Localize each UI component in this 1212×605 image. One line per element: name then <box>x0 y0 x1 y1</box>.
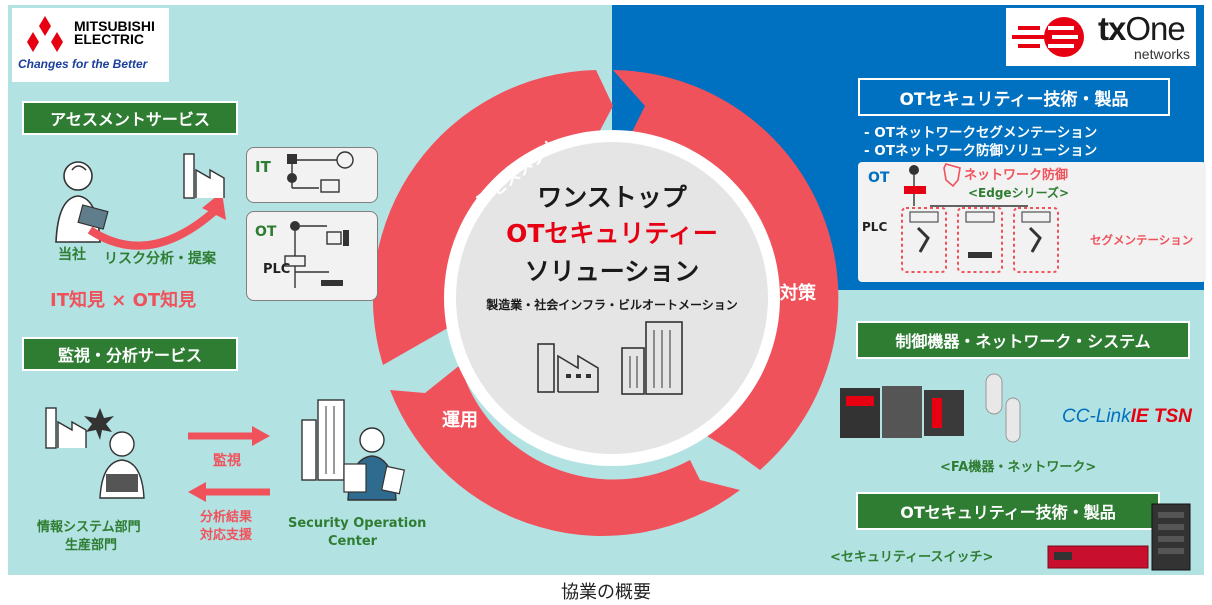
control-devices-title: 制御機器・ネットワーク・システム <box>856 321 1190 359</box>
txone-ot-network-panel: OT ネットワーク防御 <Edgeシリーズ> PLC セグメンテーション <box>858 162 1206 282</box>
network-defense-label: ネットワーク防御 <box>964 168 1069 183</box>
txone-bullet-segmentation: - OTネットワークセグメンテーション <box>864 125 1098 141</box>
security-switch-label: <セキュリティースイッチ> <box>830 550 994 565</box>
mitsubishi-electric-logo: MITSUBISHI ELECTRIC Changes for the Bett… <box>12 8 169 82</box>
operator-person-icon <box>99 431 145 499</box>
ot-network-panel: OT PLC <box>246 211 378 301</box>
assessment-company-label: 当社 <box>58 247 86 263</box>
ring-inner-circle <box>456 142 768 454</box>
cclink-ie-tsn-logo: CC-LinkIE TSN <box>1062 406 1192 428</box>
fa-equipment-label: <FA機器・ネットワーク> <box>940 460 1097 475</box>
edge-series-label: <Edgeシリーズ> <box>968 186 1070 200</box>
ring-label-countermeasure: 対策 <box>779 282 817 304</box>
ring-label-operation: 運用 <box>442 410 478 431</box>
soc-label-line1: Security Operation <box>288 516 427 531</box>
security-switch-image <box>1047 503 1191 571</box>
txone-bullet-defense: - OTネットワーク防御ソリューション <box>864 143 1098 159</box>
ot-network-icon <box>284 221 349 288</box>
it-network-icon <box>287 151 354 193</box>
txone-ot-network-icon <box>901 163 1059 273</box>
txone-subtitle: networks <box>1134 46 1191 62</box>
soc-building-icon <box>301 399 345 481</box>
soc-analyst-person-icon <box>343 427 406 501</box>
center-title-line1: ワンストップ <box>537 183 687 212</box>
assessment-knowledge-label: IT知見 × OT知見 <box>50 290 197 311</box>
assessment-illustration <box>55 153 226 250</box>
it-network-panel: IT <box>246 147 378 203</box>
txone-tech-title: OTセキュリティー技術・製品 <box>858 78 1170 116</box>
cclink-logo-part-b: IE TSN <box>1130 406 1192 427</box>
monitoring-arrows <box>188 426 270 502</box>
monitoring-service-title: 監視・分析サービス <box>22 337 238 371</box>
operator-illustration <box>45 407 145 499</box>
segment-box-1 <box>901 207 947 273</box>
fa-equipment-image <box>840 373 1021 443</box>
cclink-logo-part-a: CC-Link <box>1062 406 1131 427</box>
soc-illustration <box>301 399 406 501</box>
factory-icon <box>183 153 225 199</box>
mitsubishi-slogan: Changes for the Better <box>18 57 148 71</box>
monitor-arrow-label: 監視 <box>213 453 241 469</box>
ring-segment-countermeasure <box>613 70 839 470</box>
center-subtitle: 製造業・社会インフラ・ビルオートメーション <box>486 298 738 312</box>
segment-box-2 <box>957 207 1003 273</box>
txone-ot-label: OT <box>868 170 890 186</box>
soc-label-line2: Center <box>328 534 378 549</box>
txone-wordmark-bold: tx <box>1098 10 1126 47</box>
edge-device-icon <box>904 186 926 194</box>
center-title-line3: ソリューション <box>524 257 700 286</box>
segment-box-3 <box>1013 207 1059 273</box>
consultant-person-icon <box>55 161 109 243</box>
txone-wordmark: txOne <box>1098 10 1186 48</box>
txone-wordmark-rest: One <box>1125 10 1185 47</box>
analysis-arrow-label-line2: 対応支援 <box>200 528 253 543</box>
ot-products-title: OTセキュリティー技術・製品 <box>856 492 1160 530</box>
factory-alert-icon <box>45 407 114 449</box>
ot-label: OT <box>255 224 277 240</box>
robot-arm-icon <box>985 373 1021 443</box>
assessment-service-title: アセスメントサービス <box>22 101 238 135</box>
assessment-action-label: リスク分析・提案 <box>104 251 216 267</box>
txone-networks-logo: txOne networks <box>1006 8 1196 66</box>
figure-caption: 協業の概要 <box>561 582 651 603</box>
txone-mark-icon <box>1012 17 1084 57</box>
center-building-icon <box>621 321 683 395</box>
plc-label: PLC <box>263 262 291 277</box>
txone-plc-label: PLC <box>862 220 888 234</box>
department-label-line2: 生産部門 <box>65 538 118 553</box>
segmentation-label: セグメンテーション <box>1090 233 1194 247</box>
department-label-line1: 情報システム部門 <box>37 520 141 535</box>
ring-segment-operation <box>390 365 740 536</box>
analysis-arrow-label-line1: 分析結果 <box>200 510 253 525</box>
three-diamonds-icon <box>27 16 63 52</box>
center-title-line2: OTセキュリティー <box>506 219 718 248</box>
center-factory-icon <box>537 343 599 393</box>
mitsubishi-wordmark: MITSUBISHI ELECTRIC <box>74 18 155 47</box>
it-label: IT <box>255 158 271 176</box>
shield-icon <box>943 163 961 188</box>
